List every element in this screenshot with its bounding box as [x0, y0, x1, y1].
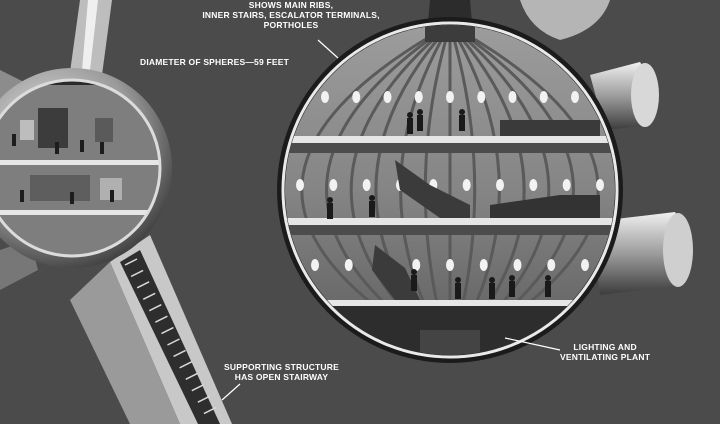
supporting-structure [70, 235, 232, 424]
porthole [529, 179, 538, 191]
stair-step [191, 384, 205, 392]
stair-step [136, 281, 150, 289]
supporting-structure-label: SUPPORTING STRUCTURE HAS OPEN STAIRWAY [224, 362, 339, 382]
person [20, 190, 24, 202]
person [100, 142, 104, 154]
porthole [414, 91, 423, 103]
stair-step [142, 292, 156, 300]
person [80, 140, 84, 152]
person-head [417, 109, 423, 115]
small-sphere [0, 68, 172, 268]
person-body [489, 283, 495, 299]
person-body [455, 283, 461, 299]
person [12, 134, 16, 146]
person-head [545, 275, 551, 281]
porthole [477, 91, 486, 103]
stair-step [173, 349, 186, 358]
porthole [539, 91, 548, 103]
porthole [311, 259, 319, 271]
porthole [344, 259, 353, 271]
stair-step [185, 372, 199, 380]
person-body [545, 281, 551, 297]
porthole [362, 179, 371, 191]
stair-step [130, 269, 144, 278]
porthole [383, 91, 392, 103]
person [110, 190, 114, 202]
porthole [412, 259, 421, 271]
porthole [508, 91, 517, 103]
porthole [296, 179, 304, 191]
stair-step [179, 361, 192, 369]
main-ribs-label: SHOWS MAIN RIBS, INNER STAIRS, ESCALATOR… [202, 0, 380, 30]
lighting-label: LIGHTING AND VENTILATING PLANT [560, 342, 651, 362]
person-head [407, 112, 413, 118]
porthole [581, 259, 589, 271]
porthole [596, 179, 604, 191]
porthole [562, 179, 571, 191]
porthole [496, 179, 504, 191]
callout-leaders [221, 39, 561, 401]
stair-step [161, 326, 174, 335]
person-head [411, 269, 417, 275]
stair-step [124, 258, 138, 266]
porthole [352, 91, 361, 103]
person-body [459, 115, 465, 131]
stair-step [167, 338, 180, 346]
porthole [513, 259, 522, 271]
person-head [455, 277, 461, 283]
stair-step [148, 304, 162, 312]
person-head [489, 277, 495, 283]
person [55, 142, 59, 154]
person-head [327, 197, 333, 203]
porthole [571, 91, 579, 103]
person-body [327, 203, 333, 219]
porthole [321, 91, 329, 103]
person-head [459, 109, 465, 115]
person-head [369, 195, 375, 201]
porthole [329, 179, 338, 191]
porthole [547, 259, 556, 271]
sky-patch [520, 0, 610, 40]
person-body [509, 281, 515, 297]
person-body [407, 118, 413, 134]
person-body [411, 275, 417, 291]
stair-step [155, 315, 168, 323]
person-body [417, 115, 423, 131]
porthole [446, 259, 454, 271]
person-body [369, 201, 375, 217]
person [70, 192, 74, 204]
stair-step [197, 395, 211, 403]
person-head [509, 275, 515, 281]
porthole [446, 91, 454, 103]
diameter-label: DIAMETER OF SPHERES—59 FEET [140, 57, 289, 67]
porthole [479, 259, 488, 271]
stair-step [203, 406, 217, 415]
porthole [462, 179, 471, 191]
